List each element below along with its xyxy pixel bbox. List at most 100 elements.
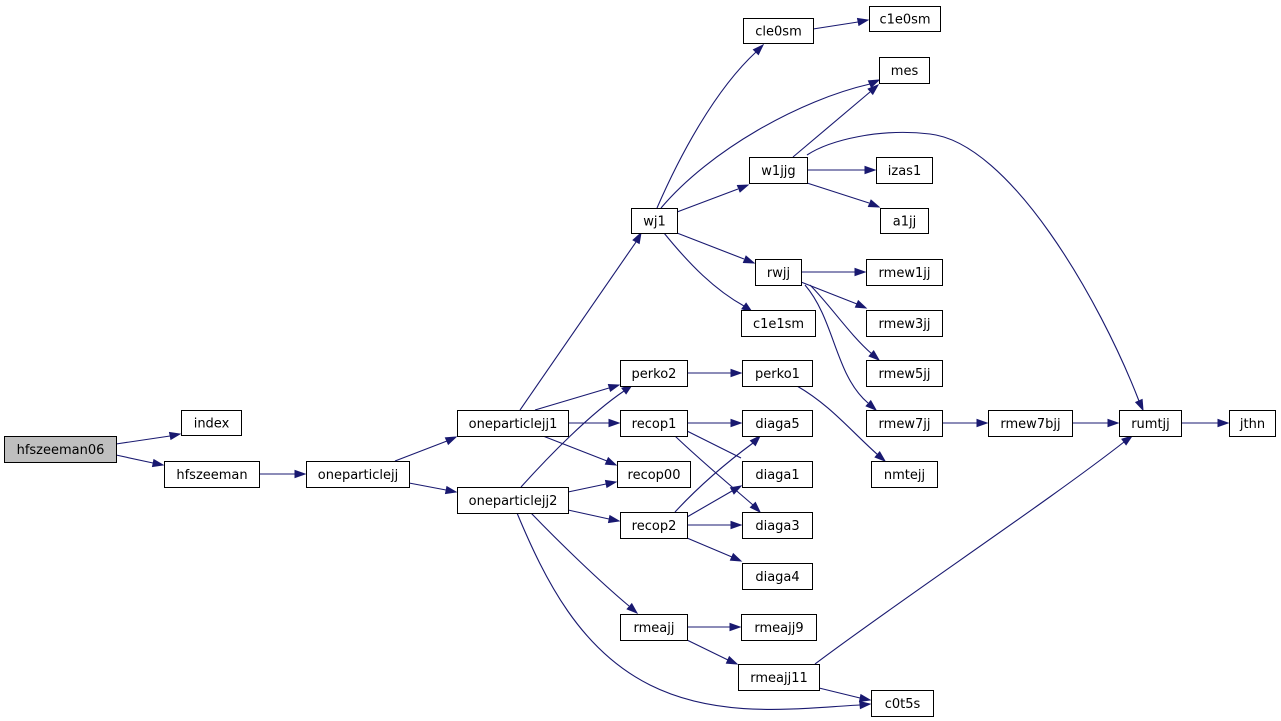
node-box	[741, 614, 817, 641]
node-label: rmeajj	[634, 621, 675, 636]
node-label: rmew3jj	[879, 317, 931, 332]
node-box	[1229, 410, 1276, 437]
node-rmeajj9[interactable]: rmeajj9	[741, 614, 817, 641]
node-w1jjg[interactable]: w1jjg	[749, 157, 808, 184]
node-label: oneparticlejj2	[469, 494, 558, 509]
edge-rwjj-to-rmew5jj	[809, 284, 881, 361]
node-label: perko2	[632, 367, 677, 382]
node-c1e1sm[interactable]: c1e1sm	[741, 310, 816, 337]
edge-w1jjg-to-a1jj	[806, 182, 881, 208]
edge-line	[674, 442, 754, 513]
arrowhead	[1134, 398, 1144, 412]
node-izas1[interactable]: izas1	[876, 157, 933, 184]
edge-hfszeeman06-to-index	[115, 431, 182, 445]
node-rmeajj[interactable]: rmeajj	[620, 614, 688, 641]
node-recop2[interactable]: recop2	[620, 512, 688, 539]
node-recop1[interactable]: recop1	[620, 410, 688, 437]
arrowhead	[632, 231, 642, 245]
arrowhead	[854, 299, 868, 309]
edge-rwjj-to-rmew7jj	[804, 284, 878, 411]
node-rmeajj11[interactable]: rmeajj11	[738, 664, 820, 691]
node-diaga3[interactable]: diaga3	[742, 512, 813, 539]
arrowhead	[749, 434, 762, 447]
node-label: diaga1	[755, 468, 799, 483]
edge-oneparticlejj1-to-recop1	[568, 418, 621, 428]
node-wj1[interactable]: wj1	[631, 208, 678, 234]
node-label: index	[194, 417, 230, 432]
edge-wj1-to-cle0sm	[656, 43, 765, 209]
node-label: rmew5jj	[879, 367, 931, 382]
arrowhead	[729, 485, 743, 495]
node-rmew7bjj[interactable]: rmew7bjj	[988, 410, 1073, 437]
arrowhead	[868, 349, 881, 361]
call-graph-nodes: hfszeeman06 index hfszeeman oneparticlejj on…	[4, 6, 1276, 717]
node-box	[1119, 410, 1182, 437]
node-diaga5[interactable]: diaga5	[742, 410, 813, 437]
node-oneparticlejj2[interactable]: oneparticlejj2	[457, 487, 569, 514]
node-index[interactable]: index	[181, 410, 242, 436]
edge-line	[394, 440, 448, 462]
edge-line	[796, 385, 879, 456]
edge-line	[804, 284, 869, 404]
arrowhead	[749, 501, 762, 514]
edge-rwjj-to-rmew1jj	[801, 267, 867, 277]
node-box	[620, 512, 688, 539]
node-label: rmeajj11	[750, 671, 808, 686]
node-perko2[interactable]: perko2	[620, 360, 688, 387]
node-recop00[interactable]: recop00	[617, 461, 691, 488]
node-rwjj[interactable]: rwjj	[755, 259, 802, 286]
node-c1e0sm[interactable]: c1e0sm	[869, 6, 941, 32]
node-label: oneparticlejj	[318, 468, 398, 483]
node-jthn[interactable]: jthn	[1229, 410, 1276, 437]
node-label: rmew7bjj	[1000, 417, 1060, 432]
arrowhead	[867, 199, 881, 208]
edge-rmeajj11-to-rumtjj	[814, 435, 1134, 665]
node-hfszeeman[interactable]: hfszeeman	[164, 461, 260, 488]
edge-recop2-to-diaga5	[674, 434, 762, 513]
edge-recop1-to-diaga3	[674, 435, 762, 514]
node-label: a1jj	[893, 215, 916, 230]
node-box	[743, 18, 814, 44]
node-diaga4[interactable]: diaga4	[742, 563, 813, 590]
node-label: rmeajj9	[754, 621, 803, 636]
node-box	[631, 208, 678, 234]
edge-rmew7bjj-to-rumtjj	[1072, 418, 1120, 428]
node-diaga1[interactable]: diaga1	[742, 461, 813, 488]
edge-line	[519, 241, 637, 411]
node-c0t5s[interactable]: c0t5s	[871, 690, 934, 717]
edge-oneparticlejj2-to-recop2	[567, 509, 621, 524]
node-label: wj1	[643, 215, 666, 230]
node-cle0sm[interactable]: cle0sm	[743, 18, 814, 44]
arrowhead	[742, 255, 756, 264]
edge-line	[656, 51, 757, 209]
edge-line	[812, 21, 859, 30]
node-rmew5jj[interactable]: rmew5jj	[866, 360, 943, 387]
node-rumtjj[interactable]: rumtjj	[1119, 410, 1182, 437]
node-box	[866, 310, 943, 337]
node-rmew7jj[interactable]: rmew7jj	[866, 410, 943, 437]
node-oneparticlejj[interactable]: oneparticlejj	[306, 461, 410, 488]
edge-recop2-to-diaga1	[686, 485, 743, 518]
node-perko1[interactable]: perko1	[742, 360, 813, 387]
edge-line	[814, 441, 1125, 665]
node-oneparticlejj1[interactable]: oneparticlejj1	[457, 410, 569, 437]
node-label: rmew1jj	[879, 266, 931, 281]
node-a1jj[interactable]: a1jj	[880, 208, 929, 234]
node-rmew1jj[interactable]: rmew1jj	[866, 259, 943, 286]
node-hfszeeman06[interactable]: hfszeeman06	[4, 436, 117, 463]
node-box	[876, 157, 933, 184]
node-rmew3jj[interactable]: rmew3jj	[866, 310, 943, 337]
arrowhead	[294, 469, 307, 479]
node-box	[871, 690, 934, 717]
node-mes[interactable]: mes	[879, 57, 930, 84]
edge-oneparticlejj-to-oneparticlejj1	[394, 436, 458, 462]
arrowhead	[151, 458, 165, 468]
node-label: perko1	[755, 367, 800, 382]
edge-w1jjg-to-mes	[792, 84, 880, 158]
node-nmtejj[interactable]: nmtejj	[871, 461, 938, 488]
arrowhead	[730, 520, 743, 530]
edge-recop1-to-diaga5	[687, 418, 743, 428]
node-label: nmtejj	[884, 468, 925, 483]
edge-recop1-to-diaga1	[686, 430, 742, 459]
